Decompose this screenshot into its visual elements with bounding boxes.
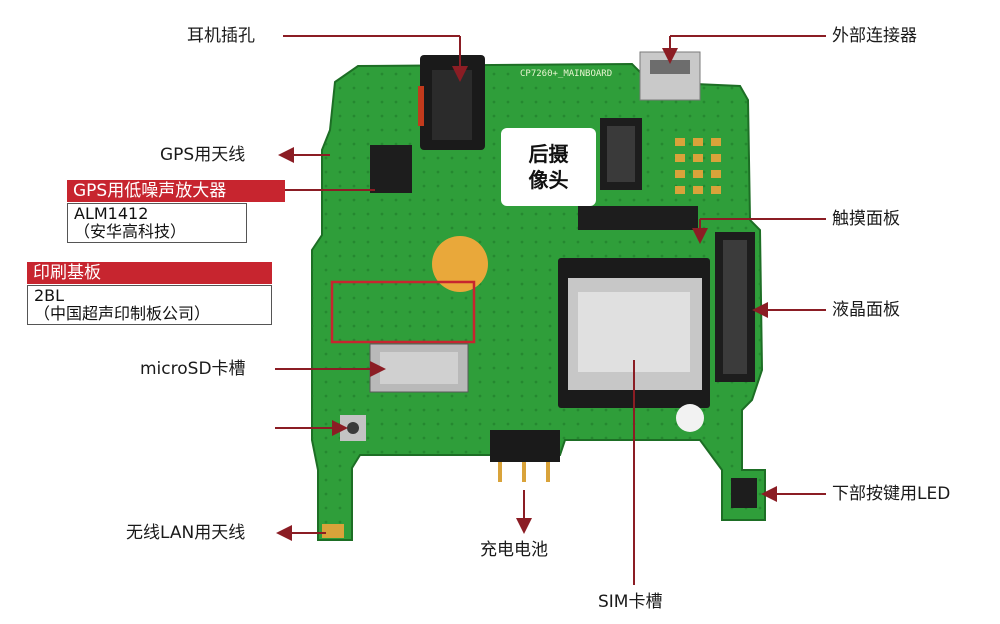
rear-camera-line1: 后摄 [528, 142, 569, 166]
pcb-marking-highlight [330, 280, 476, 344]
label-gps-antenna: GPS用天线 [160, 145, 246, 165]
gps-lna-maker: （安华高科技） [74, 222, 187, 241]
label-bottom-key-led: 下部按键用LED [832, 484, 951, 504]
gps-lna-part: ALM1412 [74, 204, 149, 223]
label-wlan-antenna: 无线LAN用天线 [126, 523, 246, 543]
label-earphone-jack: 耳机插孔 [187, 26, 255, 46]
pcb-maker: （中国超声印制板公司） [34, 304, 211, 323]
board-silkscreen: CP7260+_MAINBOARD [520, 69, 612, 79]
label-external-connector: 外部连接器 [832, 26, 917, 46]
rear-camera-line2: 像头 [528, 168, 569, 192]
label-sim-slot: SIM卡槽 [598, 592, 663, 612]
pcb-details: 2BL （中国超声印制板公司） [27, 285, 272, 325]
label-lcd-panel: 液晶面板 [832, 300, 900, 320]
label-microsd-slot: microSD卡槽 [140, 359, 246, 379]
gps-lna-details: ALM1412 （安华高科技） [67, 203, 247, 243]
label-charge-battery: 充电电池 [480, 540, 548, 560]
pcb-part: 2BL [34, 286, 65, 305]
label-pcb: 印刷基板 [27, 262, 272, 284]
battery-connector-component [490, 430, 560, 462]
label-gps-lna: GPS用低噪声放大器 [67, 180, 285, 202]
label-rear-camera: 后摄 像头 [501, 128, 596, 206]
label-touch-panel: 触摸面板 [832, 209, 900, 229]
